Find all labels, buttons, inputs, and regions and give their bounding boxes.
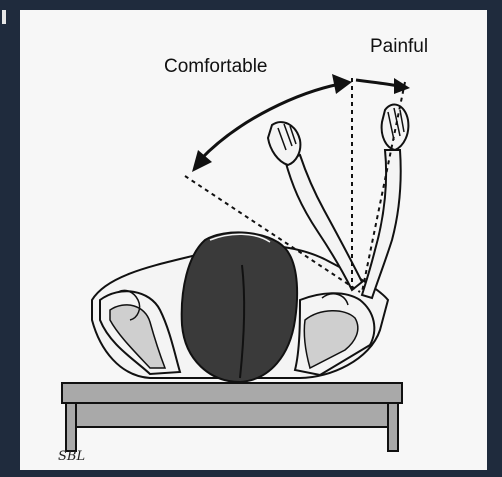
comfortable-arc-arrow	[192, 74, 352, 172]
comfortable-label: Comfortable	[164, 56, 268, 77]
painful-label: Painful	[370, 36, 428, 57]
painful-arrow	[356, 78, 410, 94]
artist-signature: SBL	[58, 449, 85, 464]
exam-table	[62, 383, 402, 451]
patient-head	[182, 232, 297, 382]
raised-arm-painful	[362, 105, 408, 298]
edge-mark	[2, 10, 6, 24]
